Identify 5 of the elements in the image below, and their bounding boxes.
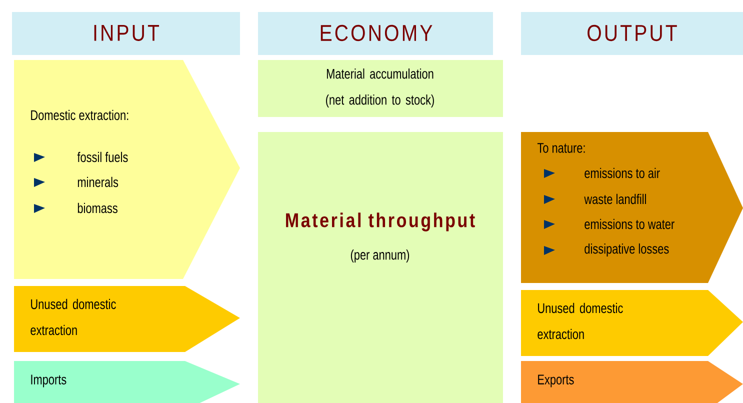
- column-header: OUTPUT: [521, 12, 743, 55]
- column-header: ECONOMY: [258, 12, 493, 55]
- economy-box: Material accumulation (net addition to stock): [258, 60, 503, 117]
- column-header: INPUT: [12, 12, 240, 55]
- economy-box: Material throughput (per annum): [258, 132, 503, 403]
